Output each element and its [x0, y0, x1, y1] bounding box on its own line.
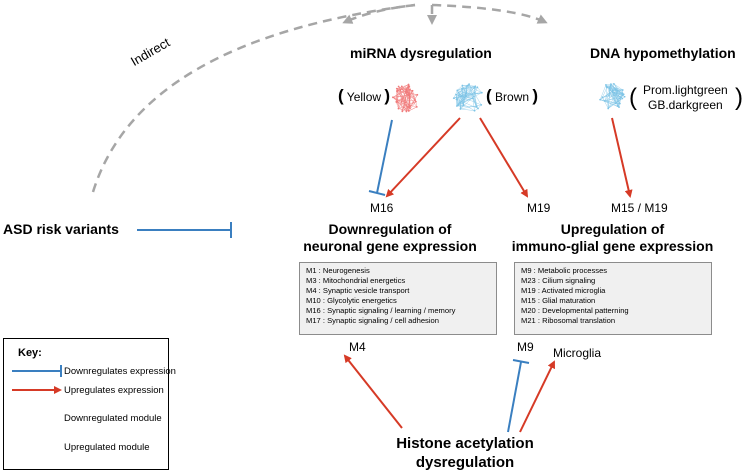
- brown-to-m16-arrow: [385, 117, 461, 198]
- key-upregulates-label: Upregulates expression: [64, 385, 164, 396]
- m19-target-label: M19: [527, 201, 551, 215]
- down-module-item: M17 : Synaptic signaling / cell adhesion: [306, 316, 439, 325]
- key-downregulated-module-label: Downregulated module: [64, 413, 162, 424]
- key-up-symbol: [12, 386, 62, 394]
- dna-module-icon: [599, 82, 626, 110]
- dna-paren-right: ): [735, 84, 743, 111]
- dna-hypomethylation-title: DNA hypomethylation: [590, 45, 736, 61]
- dna-paren-left: (: [629, 84, 637, 111]
- brown-module-icon: [452, 83, 483, 112]
- indirect-branch-left: [342, 3, 416, 24]
- key-down-symbol: [12, 365, 62, 377]
- downregulation-title-line1: Downregulation of: [328, 221, 452, 237]
- brown-label-text: Brown: [495, 90, 530, 104]
- down-module-item: M3 : Mitochondrial energetics: [306, 276, 406, 285]
- downregulation-title-line2: neuronal gene expression: [303, 238, 477, 254]
- upregulation-title-line1: Upregulation of: [560, 221, 665, 237]
- up-module-item: M15 : Glial maturation: [521, 296, 596, 305]
- down-module-item: M16 : Synaptic signaling / learning / me…: [306, 306, 456, 315]
- asd-inhibition: [137, 222, 232, 238]
- m15-m19-target-label: M15 / M19: [611, 201, 668, 215]
- histone-title-line1: Histone acetylation: [396, 435, 534, 452]
- histone-to-microglia-arrow: [519, 360, 555, 433]
- downregulation-title: Downregulation of neuronal gene expressi…: [300, 221, 480, 255]
- histone-title-line2: dysregulation: [415, 454, 515, 471]
- yellow-module-icon: [392, 83, 419, 113]
- indirect-branch-right: [431, 3, 548, 24]
- key-upregulated-module-label: Upregulated module: [64, 442, 150, 453]
- key-title: Key:: [18, 347, 42, 359]
- prom-lightgreen-label: Prom.lightgreen: [643, 83, 728, 97]
- dna-module-labels: Prom.lightgreen GB.darkgreen: [643, 83, 728, 113]
- m16-target-label: M16: [370, 201, 394, 215]
- up-module-item: M23 : Cilium signaling: [521, 276, 596, 285]
- brown-module-label: ( Brown ): [486, 86, 539, 105]
- legend-key: Key: Downregulates expression Upregulate…: [3, 338, 176, 470]
- up-module-item: M21 : Ribosomal translation: [521, 316, 616, 325]
- up-module-item: M20 : Developmental patterning: [521, 306, 629, 315]
- yellow-label-text: Yellow: [346, 90, 382, 104]
- dna-to-m15-arrow: [611, 117, 633, 198]
- histone-acetylation-title: Histone acetylation dysregulation: [365, 434, 565, 472]
- indirect-paths: [91, 3, 548, 193]
- yellow-module-label: ( Yellow ): [338, 86, 391, 105]
- upregulation-title-line2: immuno-glial gene expression: [511, 238, 714, 254]
- asd-risk-variants-label: ASD risk variants: [3, 221, 119, 237]
- histone-to-m4-arrow: [343, 354, 403, 429]
- upregulation-title: Upregulation of immuno-glial gene expres…: [505, 221, 720, 255]
- upregulated-modules-box: M9 : Metabolic processes M23 : Cilium si…: [514, 262, 712, 335]
- microglia-target-label: Microglia: [553, 346, 602, 360]
- yellow-to-m16-inhibition: [368, 119, 393, 196]
- up-module-item: M19 : Activated microglia: [521, 286, 606, 295]
- mirna-dysregulation-title: miRNA dysregulation: [350, 45, 492, 61]
- up-module-item: M9 : Metabolic processes: [521, 266, 608, 275]
- m9-target-label: M9: [517, 340, 534, 354]
- down-module-item: M4 : Synaptic vesicle transport: [306, 286, 410, 295]
- gb-darkgreen-label: GB.darkgreen: [648, 98, 723, 112]
- histone-to-m9-inhibition: [507, 359, 530, 433]
- m4-target-label: M4: [349, 340, 366, 354]
- downregulated-modules-box: M1 : Neurogenesis M3 : Mitochondrial ene…: [299, 262, 497, 335]
- down-module-item: M10 : Glycolytic energetics: [306, 296, 397, 305]
- upregulation-arrows: [343, 117, 633, 433]
- key-line-symbols: [12, 365, 62, 394]
- key-downregulates-label: Downregulates expression: [64, 366, 176, 377]
- down-module-item: M1 : Neurogenesis: [306, 266, 370, 275]
- brown-to-m19-arrow: [479, 117, 529, 198]
